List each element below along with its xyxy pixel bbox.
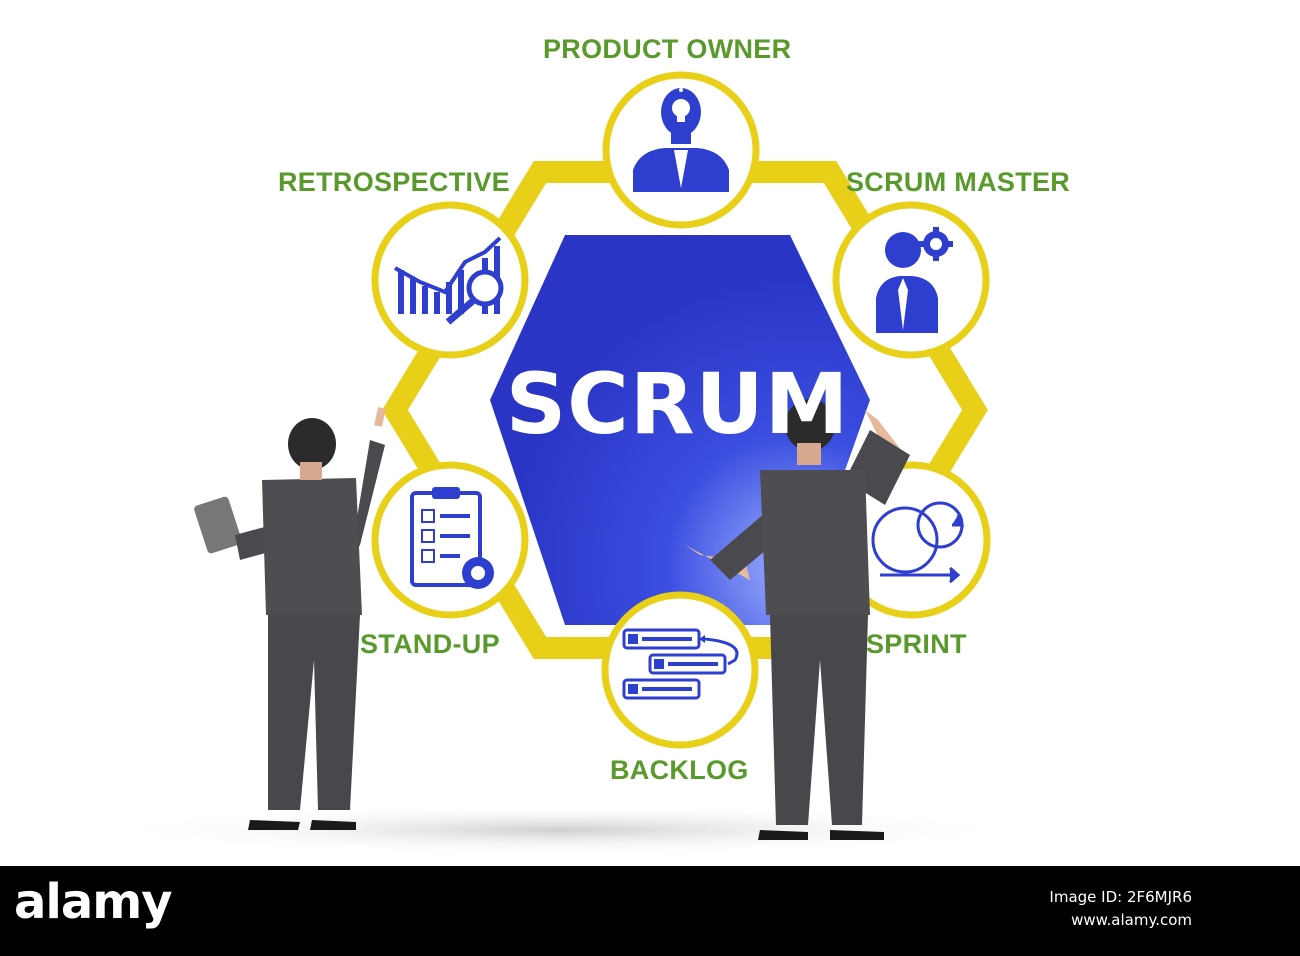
brand-logo: alamy [14, 874, 173, 930]
node-sprint [833, 461, 991, 619]
label-stand-up: STAND-UP [360, 629, 500, 659]
label-sprint: SPRINT [866, 629, 967, 659]
floor-shadow [100, 804, 1020, 856]
image-id-text: Image ID: 2F6MJR6 [1049, 888, 1192, 906]
cycle-arrows-icon [871, 501, 965, 584]
businessman-right [685, 399, 910, 840]
watermark-bar: alamy Image ID: 2F6MJR6 www.alamy.com [0, 866, 1300, 956]
person-lightbulb-icon [633, 88, 729, 192]
node-stand-up [371, 461, 529, 619]
backlog-list-icon [622, 628, 739, 700]
label-retrospective: RETROSPECTIVE [278, 167, 510, 197]
label-backlog: BACKLOG [610, 755, 749, 785]
label-scrum-master: SCRUM MASTER [846, 167, 1071, 197]
node-backlog [601, 591, 759, 749]
stock-url-text: www.alamy.com [1071, 911, 1192, 929]
center-title: SCRUM [505, 355, 850, 453]
businessman-left [194, 407, 386, 830]
label-product-owner: PRODUCT OWNER [543, 34, 792, 64]
scrum-diagram [100, 71, 1020, 856]
person-gear-icon [876, 227, 953, 333]
node-scrum-master [832, 201, 990, 359]
checklist-gear-icon [410, 487, 494, 589]
node-product-owner [602, 71, 760, 229]
node-retrospective [371, 201, 529, 359]
chart-magnifier-icon [394, 236, 504, 325]
